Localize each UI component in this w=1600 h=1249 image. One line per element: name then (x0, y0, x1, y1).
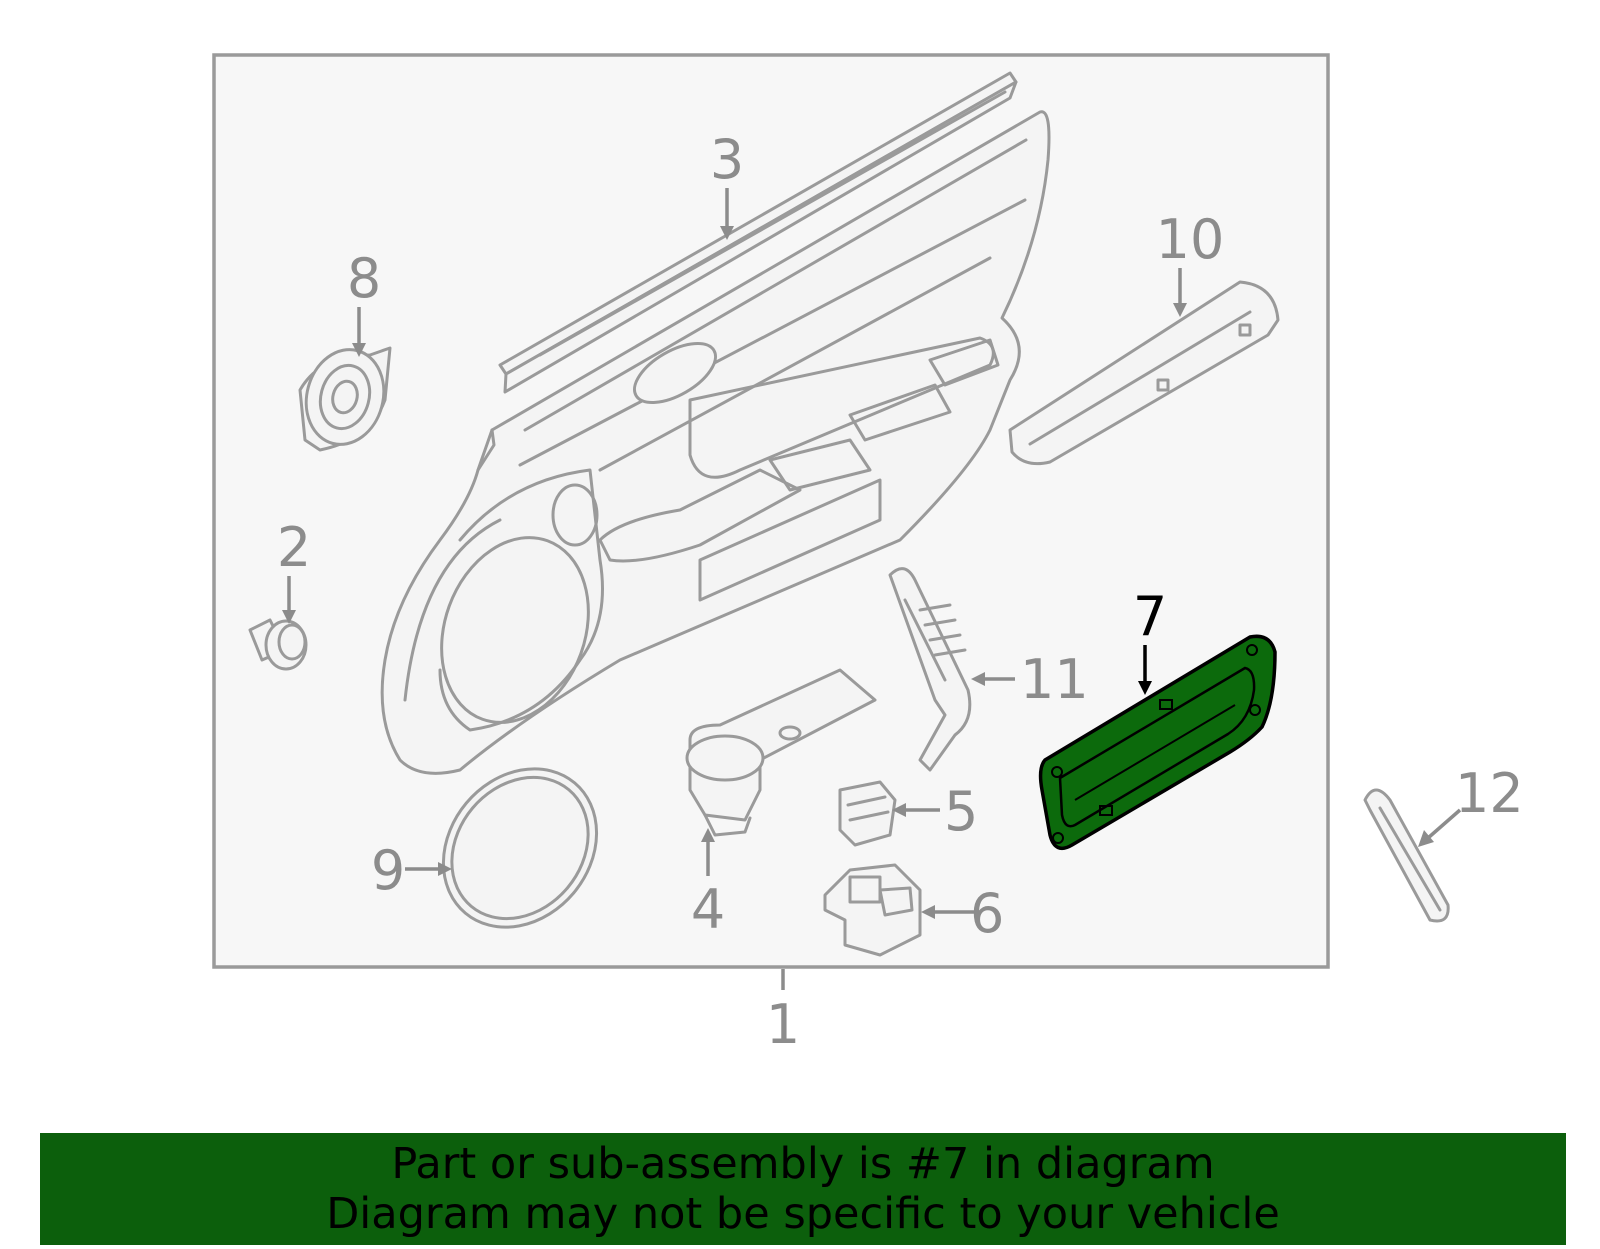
part-4-cup-holder[interactable] (685, 668, 877, 837)
banner-line-part-number: Part or sub-assembly is #7 in diagram (391, 1139, 1215, 1189)
info-banner: Part or sub-assembly is #7 in diagram Di… (40, 1133, 1566, 1245)
banner-line-disclaimer: Diagram may not be specific to your vehi… (326, 1189, 1280, 1239)
callout-12: 12 (1455, 762, 1524, 825)
callout-11: 11 (1020, 648, 1089, 711)
part-5-window-switch[interactable] (838, 780, 897, 847)
callout-5: 5 (944, 780, 978, 843)
callout-10: 10 (1156, 208, 1225, 271)
leader-lines (282, 188, 1462, 990)
part-12-trim-piece[interactable] (1363, 788, 1450, 923)
callout-3: 3 (710, 128, 744, 191)
callout-4: 4 (691, 878, 725, 941)
part-11-pull-handle[interactable] (888, 567, 972, 772)
callout-2: 2 (277, 516, 311, 579)
callout-9: 9 (371, 839, 405, 902)
part-10-armrest[interactable] (1008, 280, 1280, 466)
part-7-highlighted-panel[interactable] (1038, 634, 1277, 851)
part-2-clip[interactable] (248, 618, 308, 671)
part-6-switch-assembly[interactable] (823, 863, 922, 957)
part-1-door-panel[interactable] (380, 110, 1051, 775)
callout-7: 7 (1133, 585, 1167, 648)
callout-1: 1 (766, 993, 800, 1056)
part-3-weatherstrip[interactable] (498, 71, 1018, 394)
callout-6: 6 (970, 882, 1004, 945)
callout-8: 8 (347, 247, 381, 310)
part-9-speaker-gasket[interactable] (412, 738, 629, 958)
